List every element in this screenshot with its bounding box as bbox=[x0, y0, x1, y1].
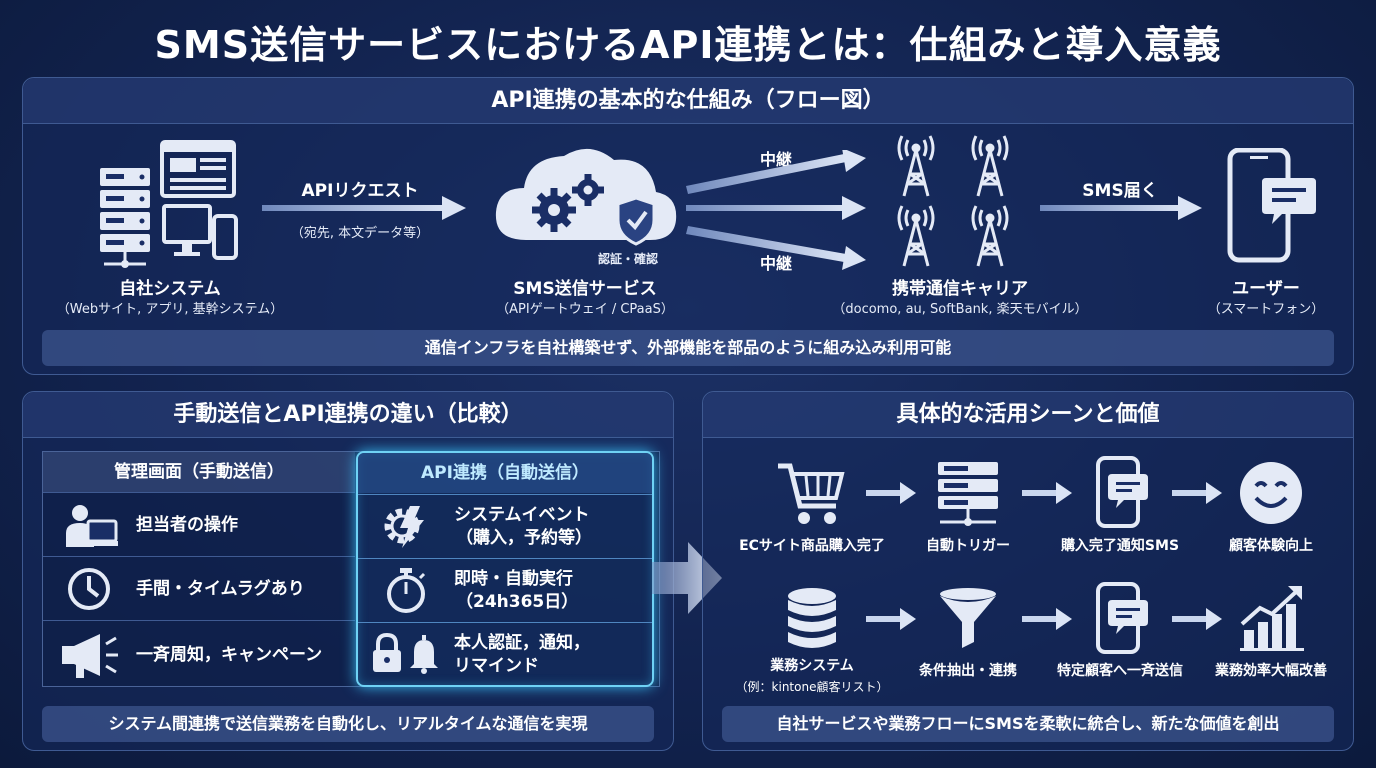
api-row-2-line1: 即時・自動実行 bbox=[454, 569, 573, 589]
use-panel-header: 具体的な活用シーンと価値 bbox=[703, 392, 1353, 438]
flow-footer-bar: 通信インフラを自社構築せず、外部機能を部品のように組み込み利用可能 bbox=[42, 330, 1334, 366]
node-sms-service-label: SMS送信サービス bbox=[513, 279, 657, 299]
row-divider bbox=[358, 622, 652, 623]
use-row1-label-4: 顧客体験向上 bbox=[1229, 538, 1313, 554]
use-footer-bar: 自社サービスや業務フローにSMSを柔軟に統合し、新たな価値を創出 bbox=[722, 706, 1334, 742]
clock-icon bbox=[66, 566, 112, 612]
use-panel: 具体的な活用シーンと価値 bbox=[702, 391, 1354, 751]
arrow-right-icon-r2c bbox=[1172, 608, 1224, 630]
compare-panel-header: 手動送信とAPI連携の違い（比較） bbox=[23, 392, 673, 438]
node-sms-service-sub: （APIゲートウェイ / CPaaS） bbox=[496, 302, 674, 317]
auth-label: 認証・確認 bbox=[597, 252, 658, 266]
sms-arrive-label: SMS届く bbox=[1082, 181, 1158, 201]
growth-chart-icon bbox=[1240, 584, 1306, 652]
gear-lightning-icon bbox=[380, 502, 432, 550]
arrow-right-icon-r1b bbox=[1022, 482, 1074, 504]
megaphone-icon bbox=[60, 630, 122, 680]
smiley-face-icon bbox=[1238, 460, 1304, 526]
arrow-right-icon bbox=[262, 196, 468, 220]
server-trigger-icon bbox=[936, 460, 1000, 526]
flow-panel-header: API連携の基本的な仕組み（フロー図） bbox=[23, 78, 1353, 124]
api-row-2-line2: （24h365日） bbox=[456, 592, 579, 612]
use-row1-label-2: 自動トリガー bbox=[926, 538, 1010, 554]
api-request-sub: （宛先, 本文データ等） bbox=[290, 226, 430, 241]
use-row2-label-2: 条件抽出・連携 bbox=[919, 663, 1017, 679]
manual-column-header: 管理画面（手動送信） bbox=[114, 462, 284, 482]
database-icon bbox=[784, 586, 840, 652]
node-user-sub: （スマートフォン） bbox=[1207, 302, 1325, 317]
arrow-right-icon-r1a bbox=[866, 482, 918, 504]
stopwatch-icon bbox=[384, 566, 428, 614]
api-row-1-line2: （購入，予約等） bbox=[456, 528, 592, 548]
person-at-computer-icon bbox=[62, 503, 118, 549]
api-row-3-line1: 本人認証，通知， bbox=[454, 633, 590, 653]
page-title: SMS送信サービスにおけるAPI連携とは：仕組みと導入意義 bbox=[154, 23, 1222, 67]
node-own-system-label: 自社システム bbox=[119, 279, 221, 299]
api-row-3-line2: リマインド bbox=[454, 656, 539, 676]
use-row1-label-1: ECサイト商品購入完了 bbox=[739, 538, 885, 554]
smartphone-chat-icon-2 bbox=[1094, 582, 1150, 654]
use-row2-sub-1: （例：kintone顧客リスト） bbox=[735, 680, 889, 694]
relay-bottom-label: 中継 bbox=[759, 254, 792, 273]
node-own-system-sub: （Webサイト, アプリ, 基幹システム） bbox=[56, 302, 284, 317]
smartphone-chat-icon bbox=[1094, 456, 1150, 528]
manual-row-3-text: 一斉周知，キャンペーン bbox=[136, 645, 323, 665]
arrow-right-icon-r2b bbox=[1022, 608, 1074, 630]
api-column-header-bg bbox=[358, 453, 652, 493]
arrow-right-icon-r1c bbox=[1172, 482, 1224, 504]
row-divider bbox=[358, 494, 652, 495]
funnel-icon bbox=[938, 586, 998, 652]
compare-footer-bar: システム間連携で送信業務を自動化し、リアルタイムな通信を実現 bbox=[42, 706, 654, 742]
api-request-label: APIリクエスト bbox=[301, 181, 419, 201]
row-divider bbox=[358, 558, 652, 559]
node-carrier-sub: （docomo, au, SoftBank, 楽天モバイル） bbox=[832, 302, 1088, 317]
use-row2-label-3: 特定顧客へ一斉送信 bbox=[1057, 663, 1183, 679]
fan-arrows-icon bbox=[686, 150, 868, 270]
row-divider bbox=[43, 620, 355, 621]
cloud-gears-shield-icon bbox=[490, 140, 680, 250]
smartphone-message-icon bbox=[1226, 148, 1318, 266]
manual-row-1-text: 担当者の操作 bbox=[136, 515, 238, 535]
api-row-1-line1: システムイベント bbox=[454, 505, 590, 525]
node-user-label: ユーザー bbox=[1232, 279, 1300, 299]
row-divider bbox=[43, 492, 355, 493]
use-row2-label-1: 業務システム bbox=[770, 658, 854, 674]
arrow-right-icon-2 bbox=[1040, 196, 1204, 220]
use-row2-label-4: 業務効率大幅改善 bbox=[1215, 663, 1327, 679]
shopping-cart-icon bbox=[776, 462, 846, 526]
row-divider bbox=[43, 556, 355, 557]
server-and-devices-icon bbox=[98, 140, 240, 272]
flow-panel: API連携の基本的な仕組み（フロー図） bbox=[22, 77, 1354, 375]
node-carrier-label: 携帯通信キャリア bbox=[892, 279, 1028, 299]
arrow-right-icon-r2a bbox=[866, 608, 918, 630]
api-column-header: API連携（自動送信） bbox=[421, 463, 589, 483]
manual-column-header-bg bbox=[43, 452, 355, 492]
relay-top-label: 中継 bbox=[759, 150, 792, 169]
cell-towers-icon bbox=[888, 134, 1024, 270]
manual-row-2-text: 手間・タイムラグあり bbox=[136, 579, 305, 599]
lock-and-bell-icon bbox=[370, 632, 442, 674]
use-row1-label-3: 購入完了通知SMS bbox=[1060, 538, 1180, 554]
